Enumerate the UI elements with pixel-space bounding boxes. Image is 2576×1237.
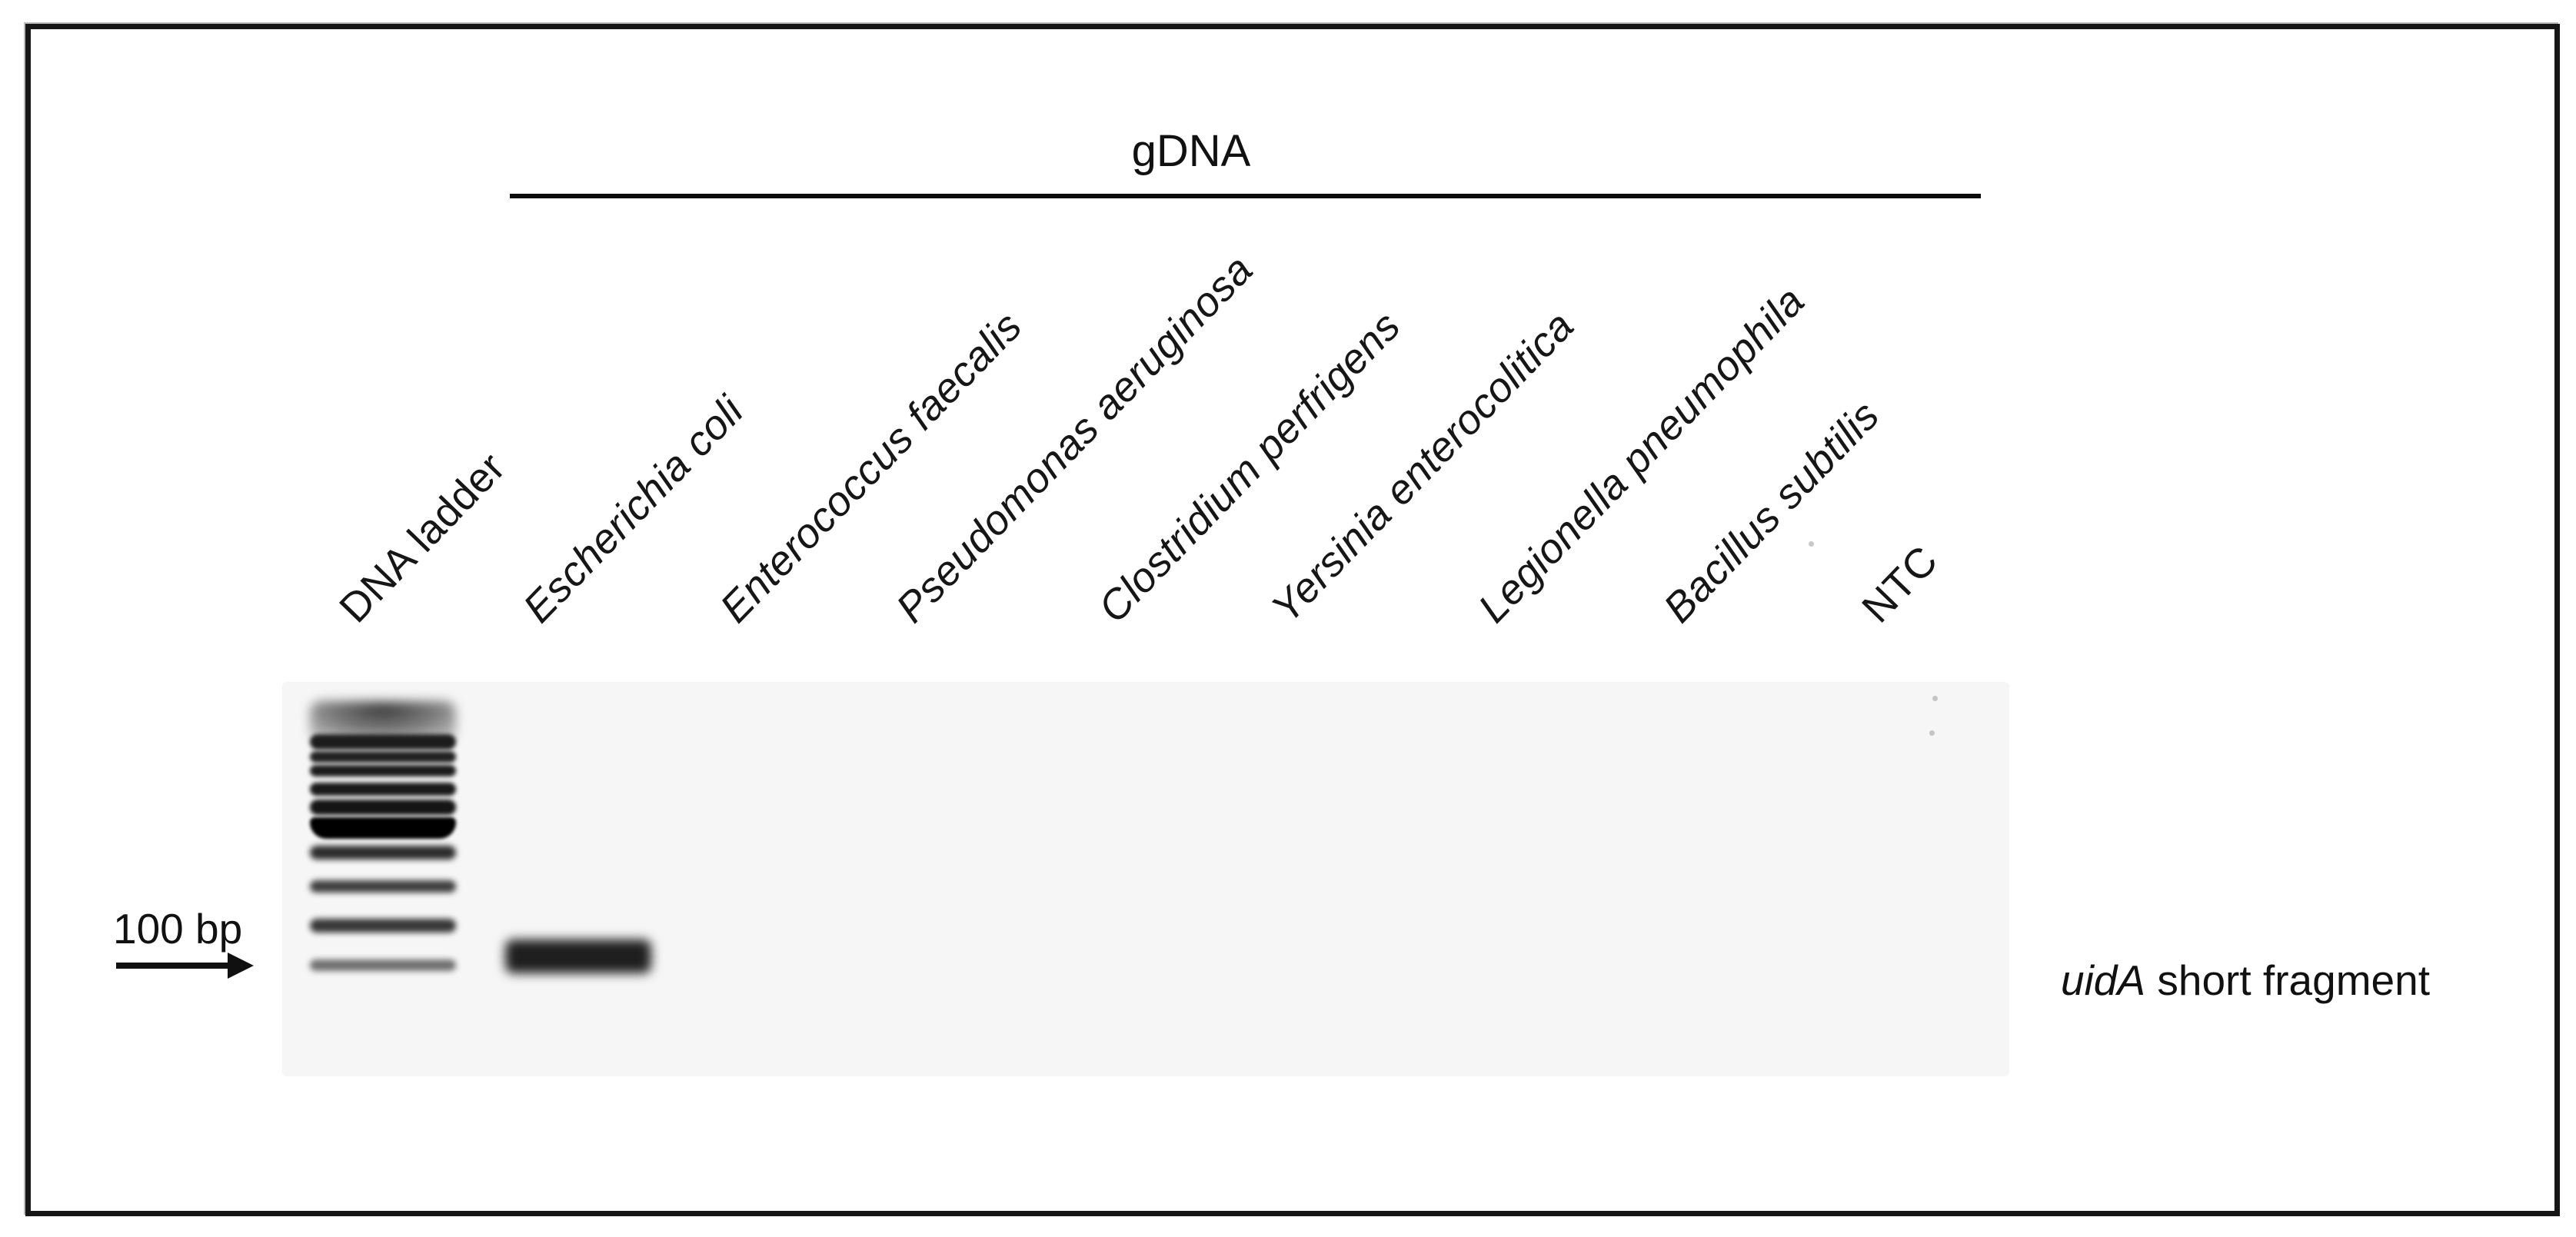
ladder-band-4 <box>310 783 456 796</box>
ladder-band-5 <box>310 800 456 815</box>
sample-band-escherichia-coli <box>505 939 651 973</box>
product-annotation-text: short fragment <box>2145 956 2430 1004</box>
ladder-band-1 <box>310 734 456 750</box>
ladder-band-2 <box>310 751 456 763</box>
ladder-top-smear <box>310 701 456 738</box>
marker-arrow-head <box>228 953 254 979</box>
ladder-band-9 <box>310 919 456 933</box>
ladder-band-10 <box>310 959 456 971</box>
gel-speck <box>1929 730 1935 736</box>
marker-arrow-shaft <box>116 963 229 969</box>
gel-photo <box>282 682 2009 1076</box>
gel-speck <box>1809 541 1814 547</box>
ladder-band-8 <box>310 880 456 893</box>
ladder-band-7 <box>310 846 456 860</box>
ladder-band-6 <box>310 817 456 839</box>
figure-border <box>25 24 2560 1216</box>
ladder-band-3 <box>310 765 456 776</box>
marker-size-label: 100 bp <box>113 905 243 953</box>
product-annotation: uidA short fragment <box>2061 956 2430 1005</box>
gdna-bracket-line <box>510 194 1981 198</box>
gdna-group-label: gDNA <box>1131 126 1251 176</box>
gel-speck <box>1932 696 1938 701</box>
product-gene-name: uidA <box>2061 956 2146 1004</box>
